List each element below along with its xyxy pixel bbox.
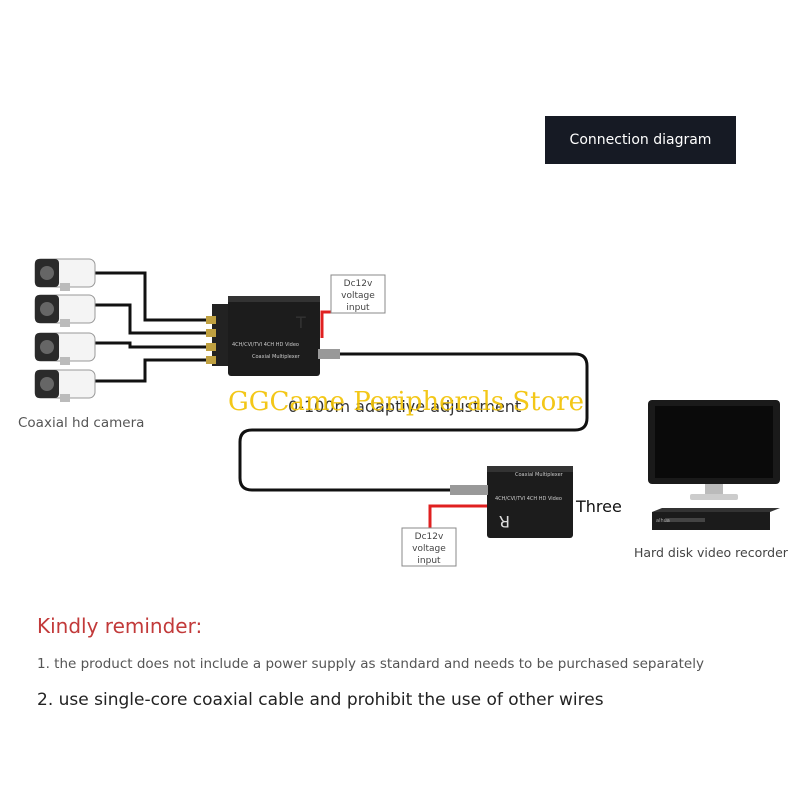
power-wire-bottom xyxy=(428,504,490,528)
diagram-title: Connection diagram xyxy=(545,116,736,164)
transmitter-letter: T xyxy=(295,313,306,332)
reminder-title: Kindly reminder: xyxy=(37,614,203,638)
dvr-label: Hard disk video recorder xyxy=(634,545,788,560)
power-label-line1: Dc12v xyxy=(415,532,444,542)
receiver-unit: R 4CH/CVI/TVI 4CH HD Video Coaxial Multi… xyxy=(450,466,573,538)
coaxial-cable xyxy=(238,352,589,492)
power-wire-top xyxy=(320,310,345,338)
receiver-model: 4CH/CVI/TVI 4CH HD Video xyxy=(495,496,562,502)
receiver-sub: Coaxial Multiplexer xyxy=(515,472,564,478)
dvr-brand: alhua xyxy=(656,518,670,524)
power-input-box-top: Dc12v voltage input xyxy=(330,274,386,314)
power-input-box-bottom: Dc12v voltage input xyxy=(401,527,457,567)
camera-1 xyxy=(34,258,96,291)
power-label-line1: Dc12v xyxy=(344,279,373,289)
connection-diagram: T 4CH/CVI/TVI 4CH HD Video Coaxial Multi… xyxy=(34,258,780,567)
camera-cables xyxy=(92,271,210,383)
receiver-letter: R xyxy=(499,512,510,531)
transmitter-sub: Coaxial Multiplexer xyxy=(252,354,301,360)
power-label-line2: voltage xyxy=(341,291,375,301)
power-label-line3: input xyxy=(417,556,441,566)
reminder-note-1: 1. the product does not include a power … xyxy=(37,656,704,672)
transmitter-model: 4CH/CVI/TVI 4CH HD Video xyxy=(232,342,299,348)
camera-2 xyxy=(34,294,96,327)
video-recorder: alhua xyxy=(652,508,780,530)
monitor xyxy=(648,400,780,500)
camera-3 xyxy=(34,332,96,365)
camera-label: Coaxial hd camera xyxy=(18,415,145,431)
reminder-note-2: 2. use single-core coaxial cable and pro… xyxy=(37,690,604,710)
store-watermark: GGCame Peripherals Store xyxy=(228,387,585,417)
camera-4 xyxy=(34,369,96,402)
transmitter-unit: T 4CH/CVI/TVI 4CH HD Video Coaxial Multi… xyxy=(206,296,340,376)
receiver-caption: Three xyxy=(576,497,622,516)
distance-label: 0-100m adaptive adjustment xyxy=(288,397,522,416)
power-label-line3: input xyxy=(346,303,370,313)
power-label-line2: voltage xyxy=(412,544,446,554)
